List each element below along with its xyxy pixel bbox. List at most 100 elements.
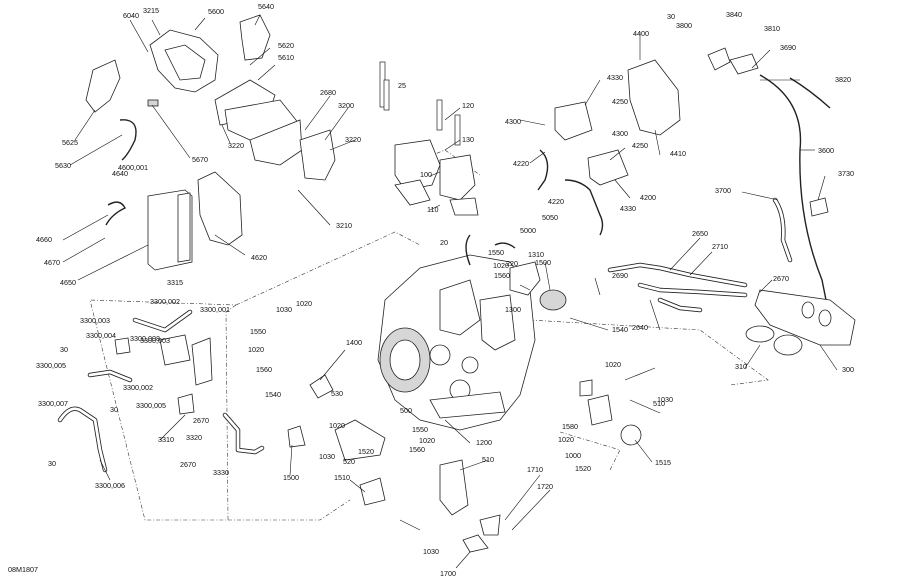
callout-label: 4220 bbox=[513, 159, 529, 168]
callout-label: 4250 bbox=[632, 141, 648, 150]
callout-label: 3730 bbox=[838, 169, 854, 178]
callout-label: 2710 bbox=[712, 242, 728, 251]
callout-label: 20 bbox=[440, 238, 448, 247]
callout-label: 1550 bbox=[250, 327, 266, 336]
callout-label: 30 bbox=[110, 405, 118, 414]
callout-label: 3300,001 bbox=[200, 305, 230, 314]
callout-label: 1300 bbox=[505, 305, 521, 314]
callout-label: 1030 bbox=[319, 452, 335, 461]
callout-label: 3810 bbox=[764, 24, 780, 33]
callout-label: 120 bbox=[462, 101, 474, 110]
callout-label: 1500 bbox=[283, 473, 299, 482]
callout-label: 4400 bbox=[633, 29, 649, 38]
callout-label: 100 bbox=[420, 170, 432, 179]
callout-label: 4600,001 bbox=[118, 163, 148, 172]
coolant-pipes bbox=[607, 262, 748, 313]
callout-label: 4300 bbox=[612, 129, 628, 138]
callout-label: 5050 bbox=[542, 213, 558, 222]
callout-label: 1540 bbox=[612, 325, 628, 334]
callout-label: 1030 bbox=[276, 305, 292, 314]
callout-label: 3300,005 bbox=[136, 401, 166, 410]
callout-label: 3215 bbox=[143, 6, 159, 15]
diagram-code: 08M1807 bbox=[8, 565, 38, 574]
callout-label: 1515 bbox=[655, 458, 671, 467]
callout-label: 2670 bbox=[773, 274, 789, 283]
callout-label: 3300,005 bbox=[36, 361, 66, 370]
callout-label: 2680 bbox=[320, 88, 336, 97]
callout-label: 3840 bbox=[726, 10, 742, 19]
callout-label: 4650 bbox=[60, 278, 76, 287]
callout-label: 2690 bbox=[612, 271, 628, 280]
callout-label: 3300,007 bbox=[38, 399, 68, 408]
callout-label: 1550 bbox=[412, 425, 428, 434]
callout-label: 25 bbox=[398, 81, 406, 90]
callout-label: 3315 bbox=[167, 278, 183, 287]
callout-label: 4330 bbox=[620, 204, 636, 213]
callout-label: 30 bbox=[60, 345, 68, 354]
callout-label: 5600 bbox=[208, 7, 224, 16]
callout-label: 1720 bbox=[537, 482, 553, 491]
callout-label: 300 bbox=[842, 365, 854, 374]
callout-label: 520 bbox=[343, 457, 355, 466]
callout-label: 1020 bbox=[493, 261, 509, 270]
callout-label: 4250 bbox=[612, 97, 628, 106]
callout-label: 3310 bbox=[158, 435, 174, 444]
callout-label: 1000 bbox=[565, 451, 581, 460]
callout-label: 3320 bbox=[186, 433, 202, 442]
coil-bracket-assembly bbox=[299, 61, 479, 216]
callout-label: 3800 bbox=[676, 21, 692, 30]
callout-label: 30 bbox=[48, 459, 56, 468]
callout-label: 3200 bbox=[338, 101, 354, 110]
callout-label: 5670 bbox=[192, 155, 208, 164]
callout-label: 3300,004 bbox=[86, 331, 116, 340]
callout-label: 3330 bbox=[213, 468, 229, 477]
callout-label: 3300,006 bbox=[95, 481, 125, 490]
callout-label: 2650 bbox=[692, 229, 708, 238]
engine-block bbox=[377, 234, 536, 431]
callout-label: 1700 bbox=[440, 569, 456, 578]
callout-label: 1510 bbox=[334, 473, 350, 482]
callout-label: 3700 bbox=[715, 186, 731, 195]
callout-label: 3220 bbox=[228, 141, 244, 150]
callout-label: 3300,002 bbox=[150, 297, 180, 306]
callout-label: 4620 bbox=[251, 253, 267, 262]
callout-label: 1520 bbox=[358, 447, 374, 456]
callout-label: 5610 bbox=[278, 53, 294, 62]
callout-label: 4640 bbox=[112, 169, 128, 178]
callout-label: 3690 bbox=[780, 43, 796, 52]
callout-label: 4200 bbox=[640, 193, 656, 202]
callout-label: 1020 bbox=[419, 436, 435, 445]
callout-label: 110 bbox=[427, 205, 438, 214]
callout-label: 3210 bbox=[336, 221, 352, 230]
callout-label: 3220 bbox=[345, 135, 361, 144]
callout-label: 3300,008 bbox=[130, 334, 160, 343]
callout-label: 4300 bbox=[505, 117, 521, 126]
leader-lines bbox=[62, 14, 838, 569]
callout-label: 1580 bbox=[562, 422, 578, 431]
callout-label: 1710 bbox=[527, 465, 543, 474]
engine-cover-set bbox=[85, 14, 303, 166]
callout-label: 1020 bbox=[248, 345, 264, 354]
callout-label: 2640 bbox=[632, 323, 648, 332]
callout-label: 1560 bbox=[409, 445, 425, 454]
callout-label: 5620 bbox=[278, 41, 294, 50]
callout-label: 4670 bbox=[44, 258, 60, 267]
callout-label: 3300,002 bbox=[123, 383, 153, 392]
left-coolant-hoses bbox=[57, 309, 265, 473]
callout-label: 6040 bbox=[123, 11, 139, 20]
callout-label: 220 bbox=[506, 259, 518, 268]
callout-label: 5000 bbox=[520, 226, 536, 235]
callout-label: 310 bbox=[735, 362, 747, 371]
callout-label: 30 bbox=[667, 12, 675, 21]
callout-label: 5640 bbox=[258, 2, 274, 11]
callout-label: 1310 bbox=[528, 250, 544, 259]
callout-label: 4410 bbox=[670, 149, 686, 158]
voltage-regulator bbox=[537, 59, 681, 236]
callout-label: 1500 bbox=[535, 258, 551, 267]
callout-label: 1030 bbox=[657, 395, 673, 404]
callout-label: 1200 bbox=[476, 438, 492, 447]
ecu-module bbox=[105, 171, 243, 271]
callout-label: 1520 bbox=[575, 464, 591, 473]
